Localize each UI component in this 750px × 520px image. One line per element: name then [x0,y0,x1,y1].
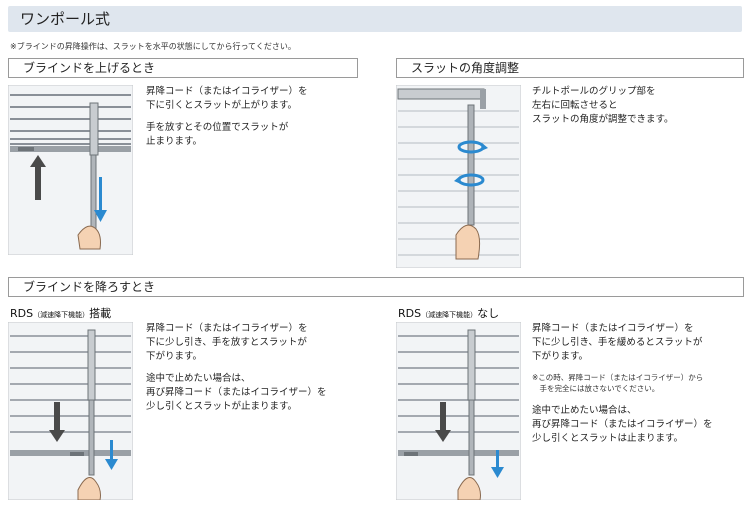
angle-description: チルトポールのグリップ部を 左右に回転させると スラットの角度が調整できます。 [532,85,742,127]
rds-mini-label-2: （減速降下機能） [421,311,478,319]
raise-line-1: 昇降コード（またはイコライザー）を [146,86,308,97]
subheading-rds-without: RDS（減速降下機能）なし [398,305,499,321]
lower-without-note-line-1: ※この時、昇降コード（またはイコライザー）から [532,373,704,382]
lower-with-rds-illustration [7,321,134,501]
rds-label-2: RDS [398,307,422,320]
subheading-rds-with: RDS（減速降下機能）搭載 [10,305,111,321]
lower-without-line-6: 少し引くとスラットは止まります。 [532,433,684,444]
lower-without-line-4: 途中で止めたい場合は、 [532,405,637,416]
lower-with-line-3: 下がります。 [146,351,203,362]
angle-line-3: スラットの角度が調整できます。 [532,114,674,125]
raise-line-4: 止まります。 [146,136,203,147]
lower-without-rds-illustration [395,321,522,501]
section-heading-lower-label: ブラインドを降ろすとき [23,280,156,294]
rds-status-label: 搭載 [89,307,112,320]
lower-with-rds-description: 昇降コード（またはイコライザー）を 下に少し引き、手を放すとスラットが 下がりま… [146,322,361,422]
operation-note: ※ブラインドの昇降操作は、スラットを水平の状態にしてから行ってください。 [10,42,296,51]
page-title: ワンポール式 [20,10,111,28]
lower-without-line-1: 昇降コード（またはイコライザー）を [532,323,694,334]
lower-without-note-line-2: 手を完全には放さないでください。 [532,384,660,393]
section-heading-raise: ブラインドを上げるとき [8,58,358,78]
section-heading-raise-label: ブラインドを上げるとき [23,61,156,75]
lower-with-line-1: 昇降コード（またはイコライザー）を [146,323,308,334]
raise-description: 昇降コード（またはイコライザー）を 下に引くとスラットが上がります。 手を放すと… [146,85,346,157]
lower-with-line-6: 少し引くとスラットが止まります。 [146,401,298,412]
raise-line-2: 下に引くとスラットが上がります。 [146,100,298,111]
lower-without-note: ※この時、昇降コード（またはイコライザー）から 手を完全には放さないでください。 [532,372,744,394]
rds-mini-label: （減速降下機能） [33,311,90,319]
rds-status-label-2: なし [477,307,500,320]
raise-illustration [7,84,134,256]
lower-with-line-2: 下に少し引き、手を放すとスラットが [146,337,307,348]
angle-illustration [395,84,522,269]
lower-with-line-4: 途中で止めたい場合は、 [146,373,251,384]
rds-label: RDS [10,307,34,320]
lower-without-line-5: 再び昇降コード（またはイコライザー）を [532,419,713,430]
angle-line-1: チルトポールのグリップ部を [532,86,656,97]
lower-with-line-5: 再び昇降コード（またはイコライザー）を [146,387,327,398]
page-title-bar [8,6,742,32]
section-heading-lower: ブラインドを降ろすとき [8,277,744,297]
lower-without-line-3: 下がります。 [532,351,589,362]
lower-without-line-2: 下に少し引き、手を緩めるとスラットが [532,337,703,348]
raise-line-3: 手を放すとその位置でスラットが [146,122,289,133]
section-heading-angle: スラットの角度調整 [396,58,744,78]
angle-line-2: 左右に回転させると [532,100,618,111]
lower-without-rds-description: 昇降コード（またはイコライザー）を 下に少し引き、手を緩めるとスラットが 下がり… [532,322,744,454]
section-heading-angle-label: スラットの角度調整 [411,61,520,75]
